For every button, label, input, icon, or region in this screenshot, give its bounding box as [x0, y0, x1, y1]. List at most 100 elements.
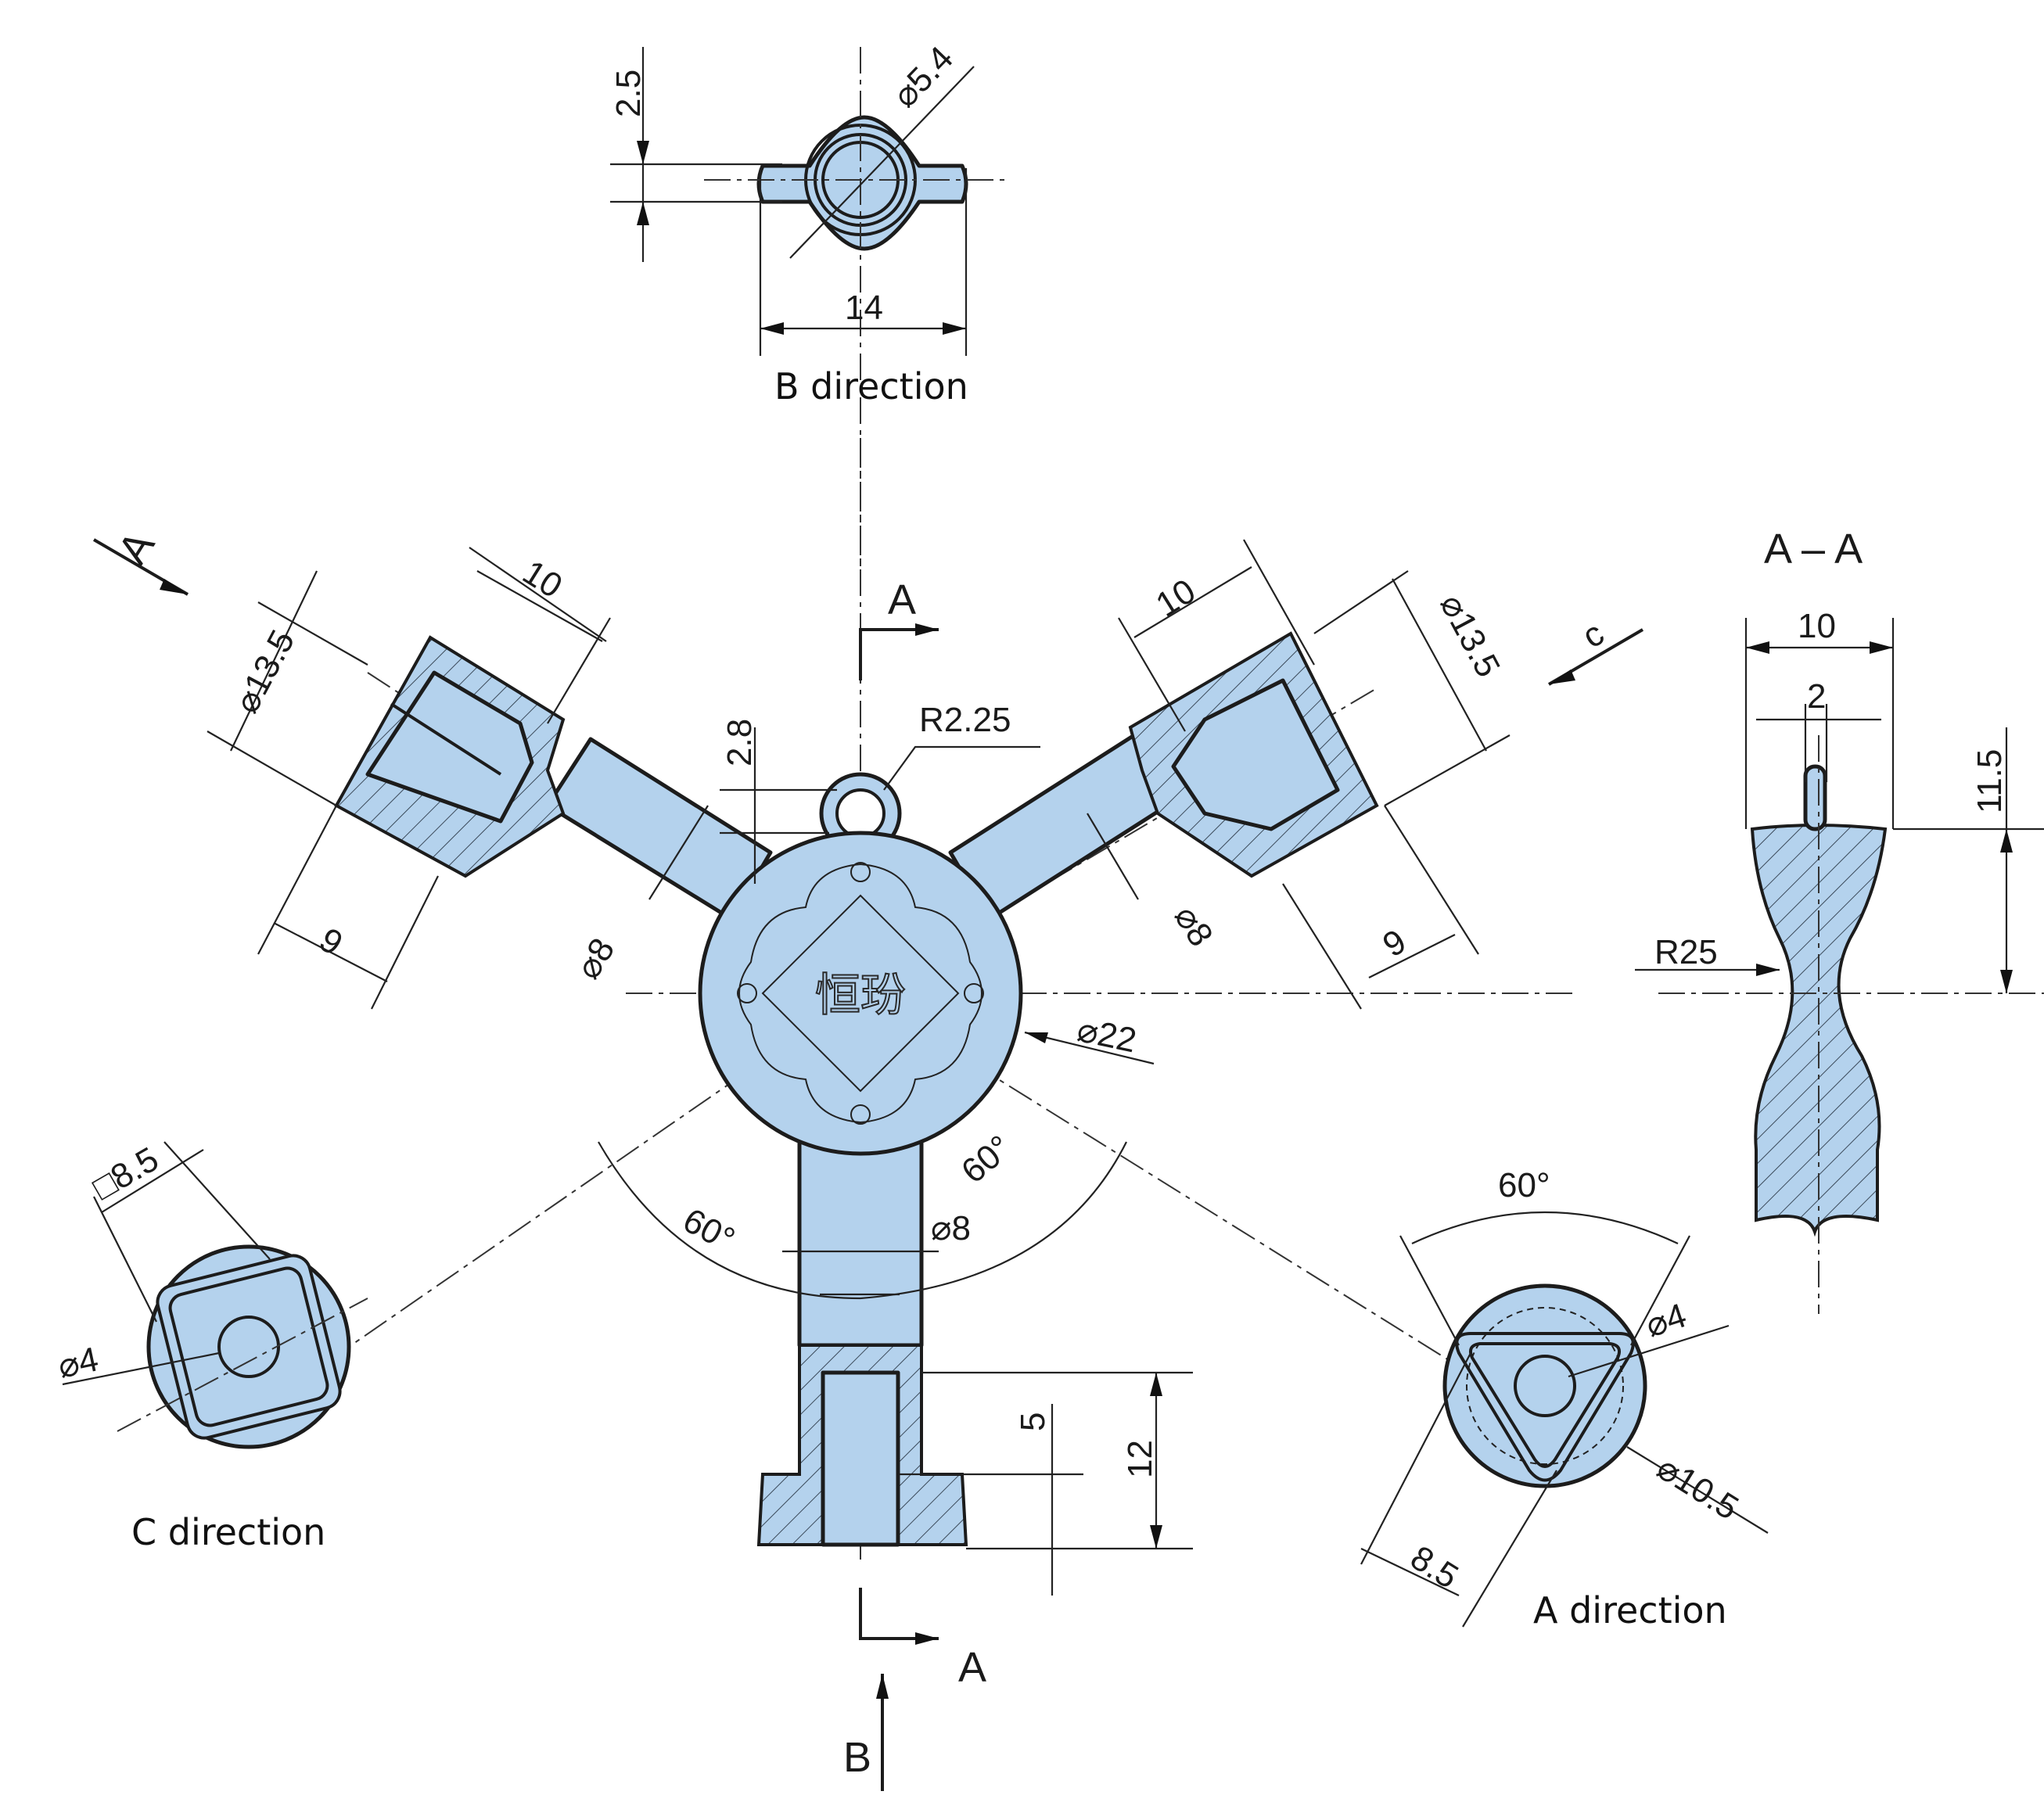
hub-dot — [964, 983, 984, 1003]
a-view-triangle — [1455, 1332, 1635, 1482]
hub — [698, 831, 1023, 1156]
b-direction-caption: B direction — [774, 365, 968, 407]
section-body — [1750, 824, 1888, 1237]
section-radius-label: R25 — [1654, 933, 1718, 971]
dim-ext-line — [371, 875, 439, 1010]
section-a-a: A – A 10 2 11.5 R25 — [1635, 526, 2044, 1314]
a-view-hidden-circle — [1466, 1307, 1624, 1465]
left-arm-diameter-label: ⌀13.5 — [228, 624, 303, 720]
arrowhead — [1746, 641, 1769, 654]
hub-dot — [850, 1104, 871, 1125]
arrowhead — [637, 141, 649, 164]
dim-ext-line — [1399, 1235, 1460, 1346]
a-view-outer-leader — [1626, 1446, 1769, 1534]
arrowhead — [2000, 829, 2013, 853]
dim-ext-line — [1630, 1235, 1690, 1346]
dim-ext-line — [1118, 617, 1186, 732]
dim-ext-line — [93, 1196, 157, 1323]
angle-arc-left — [598, 1141, 861, 1300]
ring-radius-leader — [883, 745, 1040, 791]
dim-ext-line — [1282, 883, 1362, 1010]
a-view-angle-label: 60° — [1498, 1166, 1550, 1204]
right-arm-diameter-label: ⌀13.5 — [1432, 588, 1507, 684]
dim-line — [230, 570, 318, 752]
stem-diameter-label: ⌀8 — [931, 1209, 971, 1247]
a-direction-caption: A direction — [1533, 1589, 1727, 1631]
stem-socket-cavity — [821, 1370, 900, 1547]
top-ring-hole — [835, 788, 885, 838]
c-view-hole-label: ⌀4 — [55, 1340, 102, 1386]
arrowhead — [1549, 669, 1575, 684]
left-arm-shaft — [545, 737, 773, 921]
dim-line — [1368, 934, 1456, 978]
section-height-label: 11.5 — [1970, 749, 2009, 813]
dim-ext-line — [547, 617, 611, 724]
left-arm — [334, 635, 773, 921]
arrowhead — [637, 202, 649, 225]
arrowhead — [1756, 964, 1780, 976]
right-arm-shaft-label: ⌀8 — [1167, 899, 1221, 953]
dim-ext-line — [1313, 570, 1409, 634]
dim-line — [1392, 578, 1487, 752]
right-arm-socket-cavity — [1171, 678, 1340, 831]
dim-line — [476, 570, 603, 642]
arrowhead — [1150, 1525, 1162, 1549]
view-label-b: B — [843, 1734, 871, 1781]
cut-marker-bottom — [859, 1588, 939, 1640]
section-pin — [1803, 764, 1827, 831]
left-arm-bore-line — [390, 702, 502, 776]
dim-ext-line — [469, 547, 607, 642]
dim-ext-line — [1384, 805, 1479, 955]
hub-dot — [737, 983, 757, 1003]
hub-decor-outline — [738, 863, 982, 1124]
arrowhead — [760, 322, 784, 335]
c-view-square-inner — [168, 1266, 329, 1427]
hub-dot — [850, 862, 871, 882]
a-view-triangle-inner — [1469, 1342, 1621, 1468]
view-label-c: c — [1575, 614, 1611, 655]
hub-diameter-label: ⌀22 — [1074, 1010, 1140, 1061]
dim-ext-line — [163, 1141, 271, 1260]
b-view-diameter-label: ⌀5.4 — [885, 39, 961, 115]
c-direction-view: □8.5 ⌀4 C direction — [55, 1140, 368, 1553]
ring-radius-label: R2.25 — [919, 701, 1011, 739]
c-view-square — [156, 1254, 342, 1440]
arrowhead — [160, 579, 188, 594]
view-label-a: A — [109, 523, 163, 572]
hub-logo-text: 恒玢 — [815, 968, 906, 1021]
section-title: A – A — [1764, 526, 1863, 573]
b-direction-view: 2.5 ⌀5.4 14 B direction — [609, 39, 1009, 594]
main-view: 恒玢 A A B c A 10 ⌀13.5 9 ⌀8 — [92, 438, 1644, 1791]
dim-ext-line — [1360, 1352, 1471, 1565]
section-width-label: 10 — [1798, 607, 1836, 645]
dim-line — [101, 1149, 204, 1213]
cut-label-top: A — [888, 576, 916, 623]
c-view-hole-leader — [62, 1352, 220, 1386]
a-view-width-label: 8.5 — [1404, 1538, 1465, 1596]
b-view-height-label: 2.5 — [609, 70, 648, 117]
cut-marker-top — [859, 628, 939, 680]
cut-label-bottom: A — [958, 1644, 986, 1691]
dim-line — [1360, 1548, 1460, 1596]
dim-ext-line — [1462, 1470, 1557, 1628]
arrowhead — [1025, 1032, 1048, 1043]
a-view-angle-arc — [1411, 1211, 1679, 1244]
dim-line — [1133, 566, 1252, 638]
right-arm-length-label: 10 — [1149, 572, 1202, 624]
angle-left-label: 60° — [677, 1201, 741, 1260]
arrowhead — [943, 322, 966, 335]
arrowhead — [1150, 1373, 1162, 1396]
dim-ext-line — [207, 730, 337, 806]
section-pin-label: 2 — [1807, 677, 1826, 716]
c-direction-caption: C direction — [131, 1511, 325, 1553]
left-arm-shaft-label: ⌀8 — [569, 932, 623, 985]
left-arm-socket-cavity — [365, 670, 534, 824]
dim-line — [648, 805, 709, 900]
a-view-hole-leader — [1568, 1324, 1730, 1378]
angle-arc-right — [860, 1141, 1127, 1300]
c-view-centerline — [117, 1298, 368, 1432]
arrowhead — [915, 1632, 939, 1645]
right-arm — [948, 631, 1379, 921]
left-arm-depth-label: 9 — [313, 921, 350, 964]
